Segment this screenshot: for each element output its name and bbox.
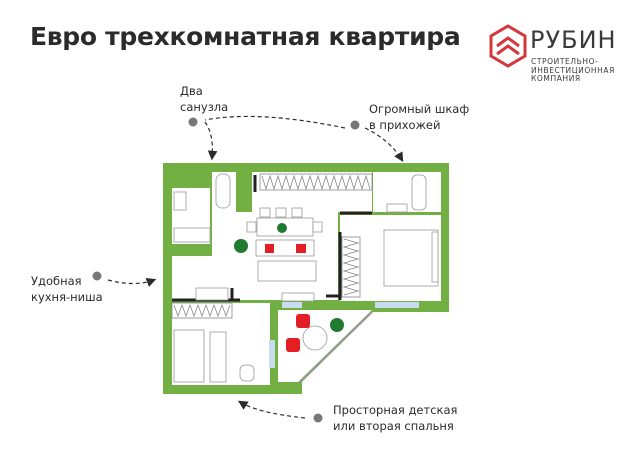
marker-dot bbox=[188, 117, 198, 127]
windows bbox=[269, 302, 419, 368]
page-title: Евро трехкомнатная квартира bbox=[30, 22, 461, 51]
furniture bbox=[173, 173, 439, 383]
logo-name: РУБИН bbox=[530, 26, 617, 54]
hallway bbox=[252, 172, 372, 212]
marker-dot bbox=[350, 120, 360, 130]
wardrobes bbox=[171, 173, 373, 319]
marker-dot bbox=[92, 271, 102, 281]
red-chairs bbox=[265, 244, 310, 352]
marker-dot bbox=[313, 413, 323, 423]
plants bbox=[234, 223, 344, 332]
ruby-logo-icon bbox=[489, 24, 527, 68]
